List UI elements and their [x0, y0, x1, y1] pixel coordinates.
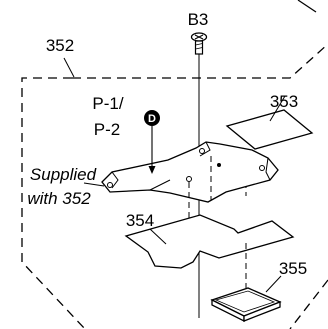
assembly-boundary-right [289, 279, 328, 329]
part-355-block [210, 287, 282, 323]
leader-355 [265, 275, 282, 293]
label-352: 352 [46, 36, 74, 55]
marker-d-arrow-head [148, 166, 156, 174]
leader-353 [269, 95, 286, 122]
marker-d-text: D [148, 113, 156, 125]
leader-supplied [83, 182, 105, 187]
label-b3: B3 [188, 10, 209, 29]
label-supplied: Supplied [30, 165, 97, 184]
corner-fragment [297, 0, 317, 13]
label-355: 355 [279, 259, 307, 278]
assembly-boundary-left [21, 77, 86, 329]
label-p2: P-2 [94, 120, 120, 139]
label-354: 354 [126, 211, 154, 230]
screw-b3 [190, 32, 208, 55]
label-p1: P-1/ [92, 94, 123, 113]
leader-352 [63, 57, 75, 78]
label-with-352: with 352 [27, 189, 91, 208]
part-353-sheet [225, 109, 314, 150]
part-354-sheet [124, 214, 295, 269]
bracket-plate [101, 141, 279, 203]
marker-d-circle [144, 110, 160, 126]
label-353: 353 [270, 92, 298, 111]
assembly-boundary-top [72, 43, 328, 79]
leader-354 [149, 228, 167, 245]
